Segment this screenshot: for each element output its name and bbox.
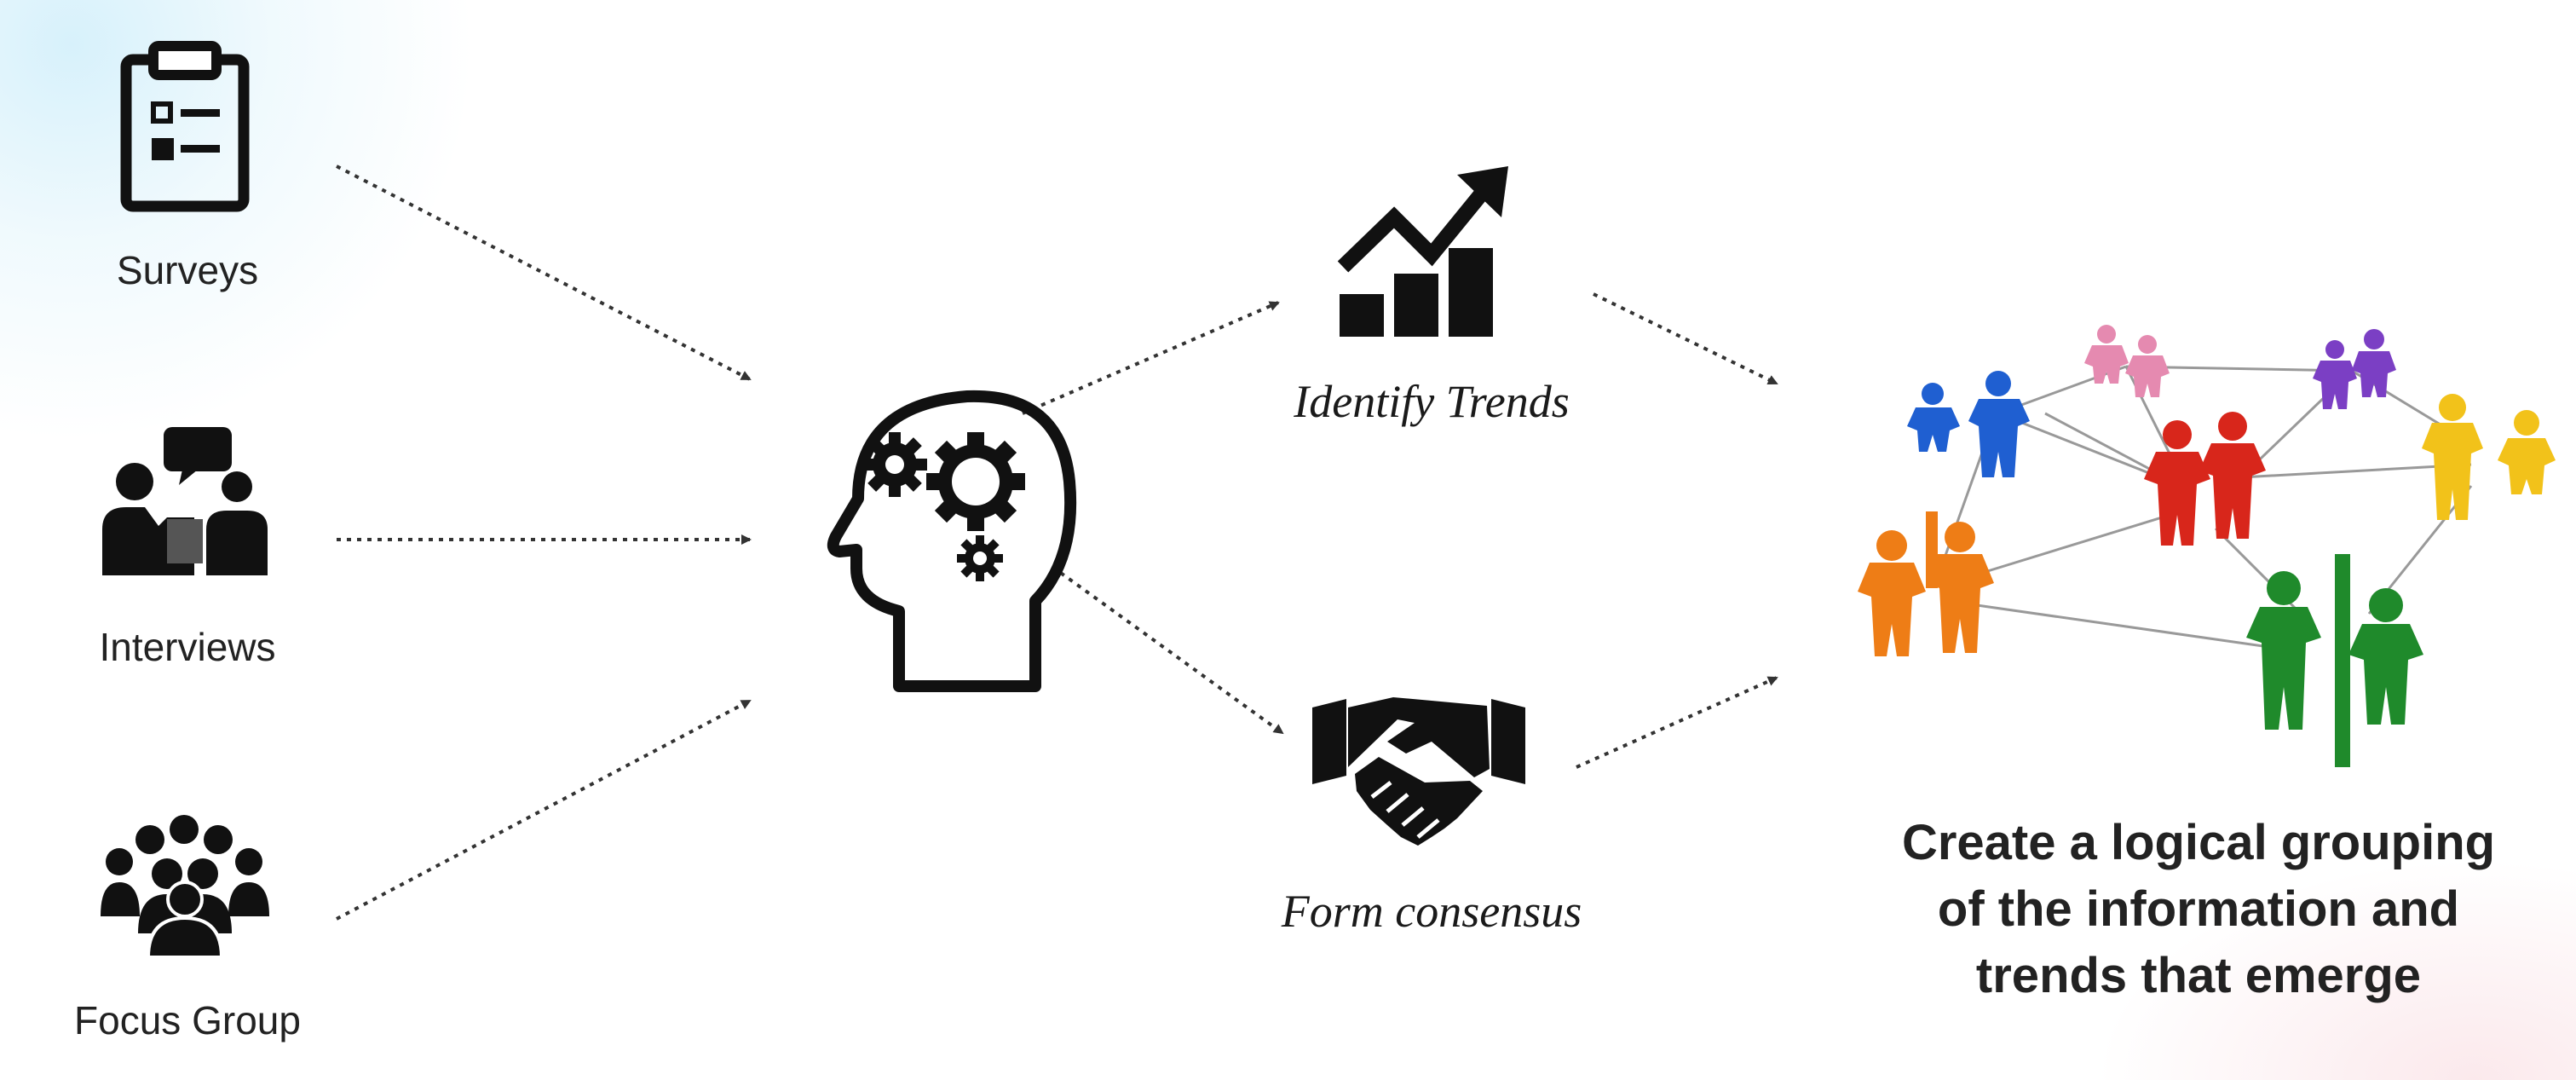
interviews-label: Interviews — [99, 625, 276, 669]
blue-figures — [1907, 371, 2030, 477]
focus-group-label: Focus Group — [74, 998, 301, 1042]
arrow-surveys-to-brain — [336, 165, 752, 381]
brain-gears-icon — [827, 390, 1077, 692]
arrow-consensus-to-result — [1576, 676, 1778, 769]
surveys-label: Surveys — [116, 248, 259, 292]
arrow-brain-to-consensus — [1051, 565, 1284, 735]
yellow-figures — [2422, 394, 2556, 520]
form-consensus-label: Form consensus — [1281, 886, 1582, 937]
caption-line-1: Create a logical grouping — [1901, 815, 2496, 870]
caption-line-2: of the information and — [1937, 881, 2460, 937]
arrow-focus-group-to-brain — [336, 699, 752, 921]
pink-figures — [2084, 325, 2170, 397]
arrow-trends-to-result — [1593, 292, 1778, 385]
red-figures — [2144, 412, 2266, 546]
clipboard-icon — [120, 41, 250, 212]
orange-figures — [1858, 511, 1994, 656]
background-glow-bottom-right — [2065, 841, 2576, 1080]
identify-trends-label: Identify Trends — [1294, 376, 1570, 427]
arrow-brain-to-trends — [1022, 301, 1280, 415]
group-icon — [101, 815, 269, 959]
caption-line-3: trends that emerge — [1975, 948, 2422, 1003]
interview-icon — [102, 427, 268, 575]
handshake-icon — [1312, 697, 1525, 846]
purple-figures — [2313, 329, 2396, 409]
result-caption: Create a logical grouping of the informa… — [1858, 810, 2539, 1009]
trend-chart-icon — [1337, 166, 1508, 337]
people-network-icon — [1858, 325, 2556, 767]
green-figures — [2246, 554, 2423, 767]
